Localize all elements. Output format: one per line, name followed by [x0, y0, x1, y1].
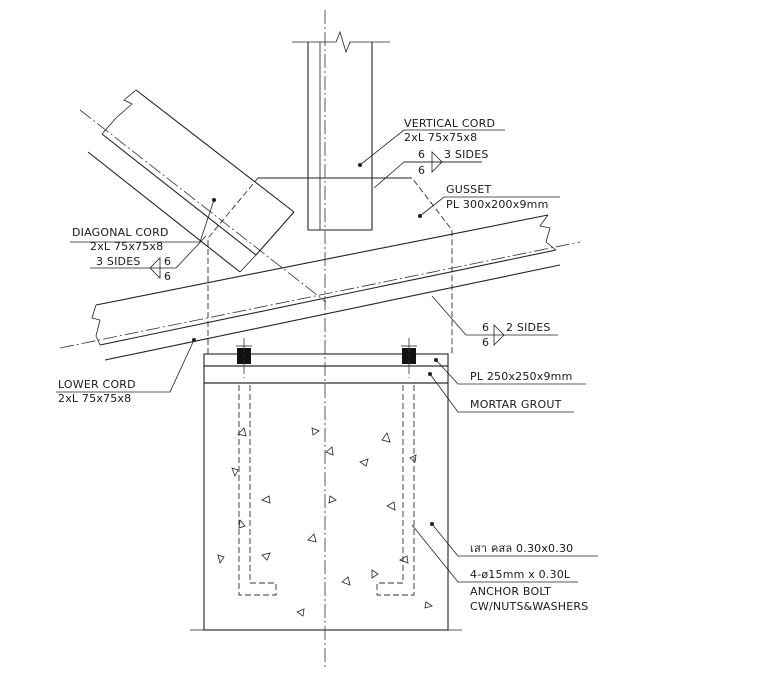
- leader-lines: [56, 129, 598, 583]
- lower-cord-break-right: [539, 214, 557, 251]
- vertical-weld-top: 6: [418, 148, 425, 161]
- lower-cord-break-left: [91, 304, 101, 346]
- anchor-bolt-line2: ANCHOR BOLT: [470, 585, 551, 598]
- weld-symbol-lower: [493, 324, 505, 346]
- lower-weld-bottom: 6: [482, 336, 489, 349]
- diagonal-weld-note: 3 SIDES: [96, 255, 141, 268]
- anchor-bolt-nuts: [236, 338, 417, 378]
- base-plate-label: PL 250x250x9mm: [470, 370, 573, 383]
- lower-cord-title: LOWER CORD: [58, 378, 136, 391]
- concrete-column: [190, 382, 462, 631]
- weld-symbol-vertical: [404, 151, 482, 173]
- anchor-bolt-line3: CW/NUTS&WASHERS: [470, 600, 588, 613]
- diagonal-weld-bottom: 6: [164, 270, 171, 283]
- vertical-weld-bottom: 6: [418, 164, 425, 177]
- vertical-cord-break: [292, 30, 390, 54]
- vertical-cord-size: 2xL 75x75x8: [404, 131, 477, 144]
- diagonal-weld-top: 6: [164, 255, 171, 268]
- concrete-aggregate: [217, 427, 433, 617]
- vertical-cord-title: VERTICAL CORD: [404, 117, 495, 130]
- anchor-bolt-left-lines: [238, 385, 277, 596]
- mortar-grout-label: MORTAR GROUT: [470, 398, 562, 411]
- diagonal-cord-break: [101, 89, 137, 135]
- gusset-title: GUSSET: [446, 183, 491, 196]
- diagonal-cord-title: DIAGONAL CORD: [72, 226, 169, 239]
- diagonal-cord-member: [79, 89, 327, 303]
- base-plate: [203, 353, 449, 367]
- lower-weld-note: 2 SIDES: [506, 321, 551, 334]
- column-label: เสา คสล 0.30x0.30: [470, 542, 573, 555]
- vertical-weld-note: 3 SIDES: [444, 148, 489, 161]
- vertical-cord-member: [292, 30, 390, 231]
- diagonal-cord-size: 2xL 75x75x8: [90, 240, 163, 253]
- anchor-bolt-right-lines: [376, 385, 415, 596]
- lower-cord-size: 2xL 75x75x8: [58, 392, 131, 405]
- lower-weld-top: 6: [482, 321, 489, 334]
- column-outline: [203, 382, 449, 631]
- lower-cord-member: [59, 214, 581, 361]
- weld-symbol-diagonal: [149, 257, 161, 279]
- mortar-grout-layer: [203, 365, 449, 384]
- anchor-bolt-line1: 4-ø15mm x 0.30L: [470, 568, 571, 581]
- gusset-size: PL 300x200x9mm: [446, 198, 549, 211]
- gusset-plate: [207, 177, 453, 354]
